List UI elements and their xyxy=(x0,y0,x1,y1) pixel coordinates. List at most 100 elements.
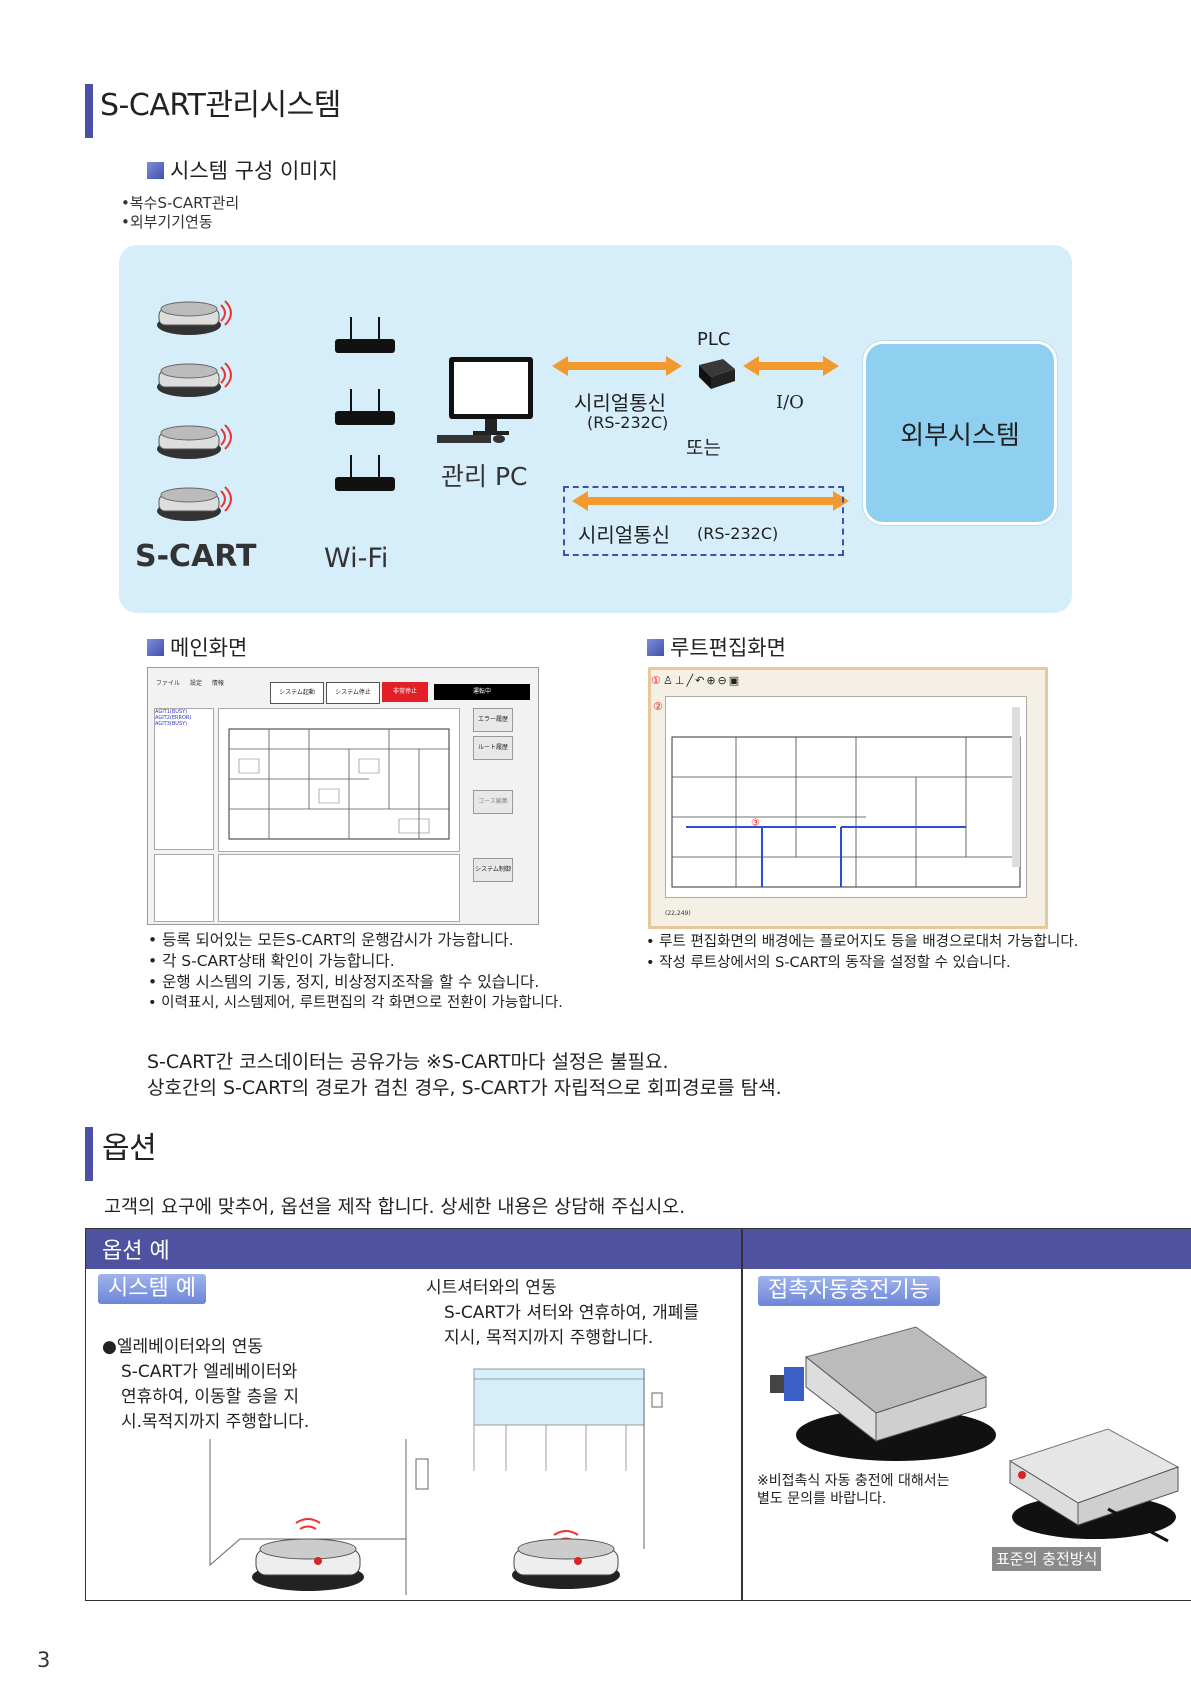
bullet-item: 운행 시스템의 기동, 정지, 비상정지조작을 할 수 있습니다. xyxy=(148,972,563,993)
note-line: S-CART간 코스데이터는 공유가능 ※S-CART마다 설정은 불필요. xyxy=(147,1051,669,1073)
bullet-item: 작성 루트상에서의 S-CART의 동작을 설정할 수 있습니다. xyxy=(646,953,1078,974)
node-icon[interactable]: ⊥ xyxy=(674,674,687,687)
menu-item: 情報 xyxy=(211,680,224,687)
system-control-button[interactable]: システム制御 xyxy=(473,858,513,882)
plc-device-icon xyxy=(699,359,735,389)
scart-robot-icon xyxy=(157,300,232,335)
subhead-route-screen: 루트편집화면 xyxy=(647,632,786,662)
subhead-system-image: 시스템 구성 이미지 xyxy=(147,155,338,185)
page-number: 3 xyxy=(37,1648,51,1672)
route-screen-image: ① ♙⊥╱↶⊕⊖▣ ② ③ (22,249) xyxy=(648,667,1048,929)
scart-robot-icon xyxy=(157,424,232,459)
subhead-label: 메인화면 xyxy=(170,636,248,660)
intro-bullet: •외부기기연동 xyxy=(121,213,213,231)
options-intro: 고객의 요구에 맞추어, 옵션을 제작 합니다. 상세한 내용은 상담해 주십시… xyxy=(104,1197,686,1218)
route-floor-map xyxy=(665,696,1027,898)
options-table: 옵션 예 시스템 예 ●엘레베이터와의 연동 S-CART가 엘레베이터와 연휴… xyxy=(85,1228,1191,1601)
bullet-item: 이력표시, 시스템제어, 루트편집의 각 화면으로 전환이 가능합니다. xyxy=(148,993,563,1014)
standard-charger-illustration xyxy=(1008,1428,1180,1543)
scart-robot-icon xyxy=(157,486,232,521)
or-label: 또는 xyxy=(686,437,721,459)
pc-monitor-icon xyxy=(437,357,533,443)
serial-label-alt: 시리얼통신 xyxy=(578,523,670,547)
main-screen-image: ファイル 設定 情報 システム起動 システム停止 非常停止 運転中 AGIT1(… xyxy=(147,667,539,925)
io-arrow xyxy=(743,356,839,376)
shutter-line: S-CART가 셔터와 연휴하여, 개폐를 xyxy=(444,1303,700,1323)
pc-label: 관리 PC xyxy=(441,462,528,491)
agv-list: AGIT1(BUSY) AGIT2(ERROR) AGIT3(BUSY) xyxy=(154,708,214,850)
wifi-router-icon xyxy=(335,317,395,353)
charge-note: ※비접촉식 자동 충전에 대해서는 xyxy=(757,1473,950,1489)
contact-charging-tag: 접촉자동충전기능 xyxy=(758,1276,940,1306)
plc-label: PLC xyxy=(697,329,731,350)
marker-1: ① xyxy=(651,674,661,687)
log-panel xyxy=(218,854,460,922)
route-history-button[interactable]: ルート履歴 xyxy=(473,736,513,760)
bullet-item: 각 S-CART상태 확인이 가능합니다. xyxy=(148,951,563,972)
serial-arrow xyxy=(552,356,682,376)
course-edit-button[interactable]: コース編集 xyxy=(473,790,513,814)
column-divider xyxy=(741,1229,743,1600)
charging-cart-illustration xyxy=(770,1326,996,1461)
zoom-in-icon[interactable]: ⊕ xyxy=(706,674,718,687)
zoom-out-icon[interactable]: ⊖ xyxy=(717,674,729,687)
menu-item: ファイル xyxy=(156,680,181,687)
serial-sub-label: (RS-232C) xyxy=(587,413,669,432)
marker-2: ② xyxy=(653,700,663,713)
shutter-illustration xyxy=(473,1368,663,1589)
list-item[interactable]: AGIT2(ERROR) xyxy=(155,715,192,721)
save-icon[interactable]: ▣ xyxy=(728,674,742,687)
error-history-button[interactable]: エラー履歴 xyxy=(473,708,513,732)
bullet-item: 등록 되어있는 모든S-CART의 운행감시가 가능합니다. xyxy=(148,930,563,951)
coord-readout: (22,249) xyxy=(665,910,691,917)
running-status: 運転中 xyxy=(434,684,530,700)
list-item[interactable]: AGIT3(BUSY) xyxy=(155,721,188,727)
shutter-title: 시트셔터와의 연동 xyxy=(426,1278,557,1298)
elevator-illustration xyxy=(209,1439,429,1595)
course-data-notes: S-CART간 코스데이터는 공유가능 ※S-CART마다 설정은 불필요. 상… xyxy=(147,1049,782,1101)
wifi-label: Wi-Fi xyxy=(324,543,389,574)
wifi-router-icon xyxy=(335,455,395,491)
elevator-line: 시.목적지까지 주행합니다. xyxy=(121,1412,310,1432)
shutter-line: 지시, 목적지까지 주행합니다. xyxy=(444,1328,654,1348)
io-label: I/O xyxy=(776,392,804,413)
note-line: 상호간의 S-CART의 경로가 겹친 경우, S-CART가 자립적으로 회피… xyxy=(147,1077,782,1099)
main-screen-bullets: 등록 되어있는 모든S-CART의 운행감시가 가능합니다. 각 S-CART상… xyxy=(148,930,563,1014)
serial-sub-label-alt: (RS-232C) xyxy=(697,524,779,543)
status-panel xyxy=(154,854,214,922)
emergency-stop-button[interactable]: 非常停止 xyxy=(382,682,428,702)
system-start-button[interactable]: システム起動 xyxy=(270,682,324,704)
section-title-options: 옵션 xyxy=(102,1131,157,1166)
subhead-label: 시스템 구성 이미지 xyxy=(170,159,338,183)
menu-bar: ファイル 設定 情報 xyxy=(148,678,538,688)
serial-label: 시리얼통신 xyxy=(574,391,666,415)
subhead-label: 루트편집화면 xyxy=(670,636,786,660)
square-bullet-icon xyxy=(147,638,164,656)
section-title: S-CART관리시스템 xyxy=(100,88,341,123)
wifi-router-icon xyxy=(335,389,395,425)
serial-arrow-alt xyxy=(572,491,849,511)
curve-icon[interactable]: ↶ xyxy=(695,674,707,687)
options-header-label: 옵션 예 xyxy=(102,1239,170,1264)
bullet-item: 루트 편집화면의 배경에는 플로어지도 등을 배경으로대처 가능합니다. xyxy=(646,932,1078,953)
system-example-tag: 시스템 예 xyxy=(98,1274,206,1304)
intro-bullets: •복수S-CART관리 •외부기기연동 xyxy=(121,194,239,232)
square-bullet-icon xyxy=(147,161,164,179)
square-bullet-icon xyxy=(647,638,664,656)
options-header-right xyxy=(743,1229,1191,1269)
scart-robot-icon xyxy=(157,362,232,397)
section-bar xyxy=(85,84,93,138)
line-icon[interactable]: ╱ xyxy=(686,674,696,687)
external-system-box: 외부시스템 xyxy=(863,341,1057,525)
elevator-line: 연휴하여, 이동할 층을 지 xyxy=(121,1387,300,1407)
alt-connection-box xyxy=(563,486,844,556)
section-bar xyxy=(85,1127,93,1181)
elevator-title: ●엘레베이터와의 연동 xyxy=(102,1337,263,1357)
charge-note: 별도 문의를 바랍니다. xyxy=(757,1491,887,1507)
system-stop-button[interactable]: システム停止 xyxy=(326,682,380,704)
route-screen-bullets: 루트 편집화면의 배경에는 플로어지도 등을 배경으로대처 가능합니다. 작성 … xyxy=(646,932,1078,974)
intro-bullet: •복수S-CART관리 xyxy=(121,194,240,212)
options-header-left: 옵션 예 xyxy=(86,1229,741,1269)
person-icon[interactable]: ♙ xyxy=(663,674,675,687)
list-item[interactable]: AGIT1(BUSY) xyxy=(155,709,188,715)
